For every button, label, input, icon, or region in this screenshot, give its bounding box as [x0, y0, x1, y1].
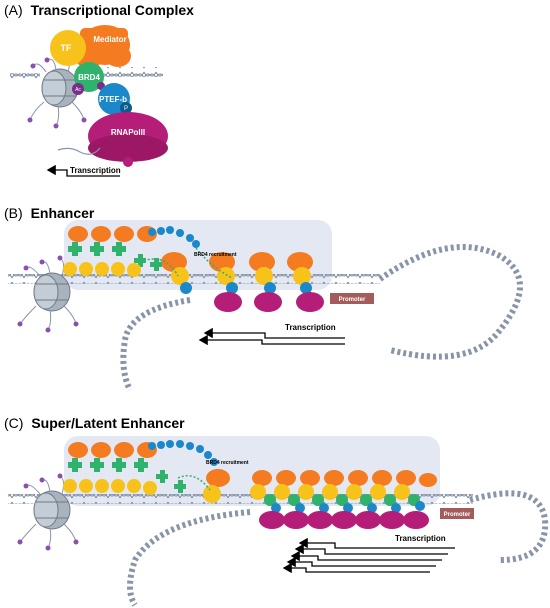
recruitment-path [139, 258, 179, 277]
svg-text:(C) Super/Latent Enhance: (C) Super/Latent Enhancer [4, 415, 185, 431]
transcription-label: Transcription [395, 534, 446, 543]
promoter-label: Promoter [444, 512, 471, 518]
phospho-mark [120, 102, 132, 114]
p-label: P [124, 106, 128, 112]
nucleosome [41, 68, 79, 108]
panel-c-letter: (C) [4, 415, 23, 431]
brd4-label: BRD4 [78, 73, 100, 82]
mediator-row [68, 226, 313, 272]
transcription-arrow [290, 550, 442, 562]
ptefb-chain [148, 440, 218, 466]
tf-row [63, 479, 221, 503]
super-enhancer-region [64, 436, 440, 506]
dna-loop [378, 244, 523, 360]
transcription-arrow [298, 537, 455, 549]
transcription-arrow [46, 164, 120, 177]
panel-a-title: Transcriptional Complex [31, 2, 195, 18]
promoter-box [440, 508, 474, 519]
rnapol-label: RNAPolII [111, 128, 145, 137]
dna-strand [78, 67, 163, 77]
dna-loop [120, 297, 191, 392]
nucleosome [33, 490, 71, 530]
ac-label: Ac [75, 87, 81, 93]
dna-strand [8, 494, 473, 504]
panel-a: (A) Transcriptional Complex Media [4, 2, 194, 177]
mediator-label: Mediator [93, 35, 126, 44]
dna-loop [127, 509, 251, 607]
ptefb-label: PTEF-b [99, 95, 127, 104]
brd4-row [68, 458, 186, 493]
panel-c-title: Super/Latent Enhancer [31, 415, 185, 431]
svg-text:(A) Transcriptional Comp: (A) Transcriptional Complex [4, 2, 194, 18]
brd4-recruitment-label: BRD4 recruitment [206, 460, 249, 466]
dna-loop [469, 490, 549, 563]
transcription-arrow [203, 327, 345, 339]
rnapol-complex [88, 112, 168, 167]
acetyl-mark [72, 83, 84, 95]
transcription-label: Transcription [70, 166, 121, 175]
transcription-label: Transcription [285, 323, 336, 332]
recruitment-path [177, 475, 211, 491]
nucleosome [33, 272, 71, 312]
panel-a-letter: (A) [4, 2, 23, 18]
svg-text:(B) Enhancer: (B) Enhancer [4, 205, 95, 221]
tf-label: TF [61, 43, 72, 53]
rna-transcript [57, 147, 101, 155]
ptefb-chain [148, 226, 200, 248]
transcription-arrow [294, 543, 448, 555]
transcription-arrow [198, 334, 345, 346]
panel-c: (C) Super/Latent Enhancer [4, 415, 549, 607]
brd4-recruitment-label: BRD4 recruitment [194, 252, 237, 258]
dense-complex-cluster [250, 470, 437, 529]
histone-marks [17, 255, 79, 333]
transcription-arrow [286, 556, 436, 568]
dna-strand [8, 274, 380, 284]
promoter-box [330, 293, 374, 304]
promoter-label: Promoter [339, 297, 366, 303]
panel-b: (B) Enhancer [4, 205, 523, 392]
tf-protein [50, 30, 86, 66]
transcription-arrow [282, 562, 430, 574]
dna-strand [10, 73, 40, 81]
brd4-row [68, 242, 162, 271]
panel-b-letter: (B) [4, 205, 23, 221]
histone-marks [17, 473, 79, 551]
rnapol-units [180, 282, 324, 312]
panel-b-title: Enhancer [31, 205, 95, 221]
